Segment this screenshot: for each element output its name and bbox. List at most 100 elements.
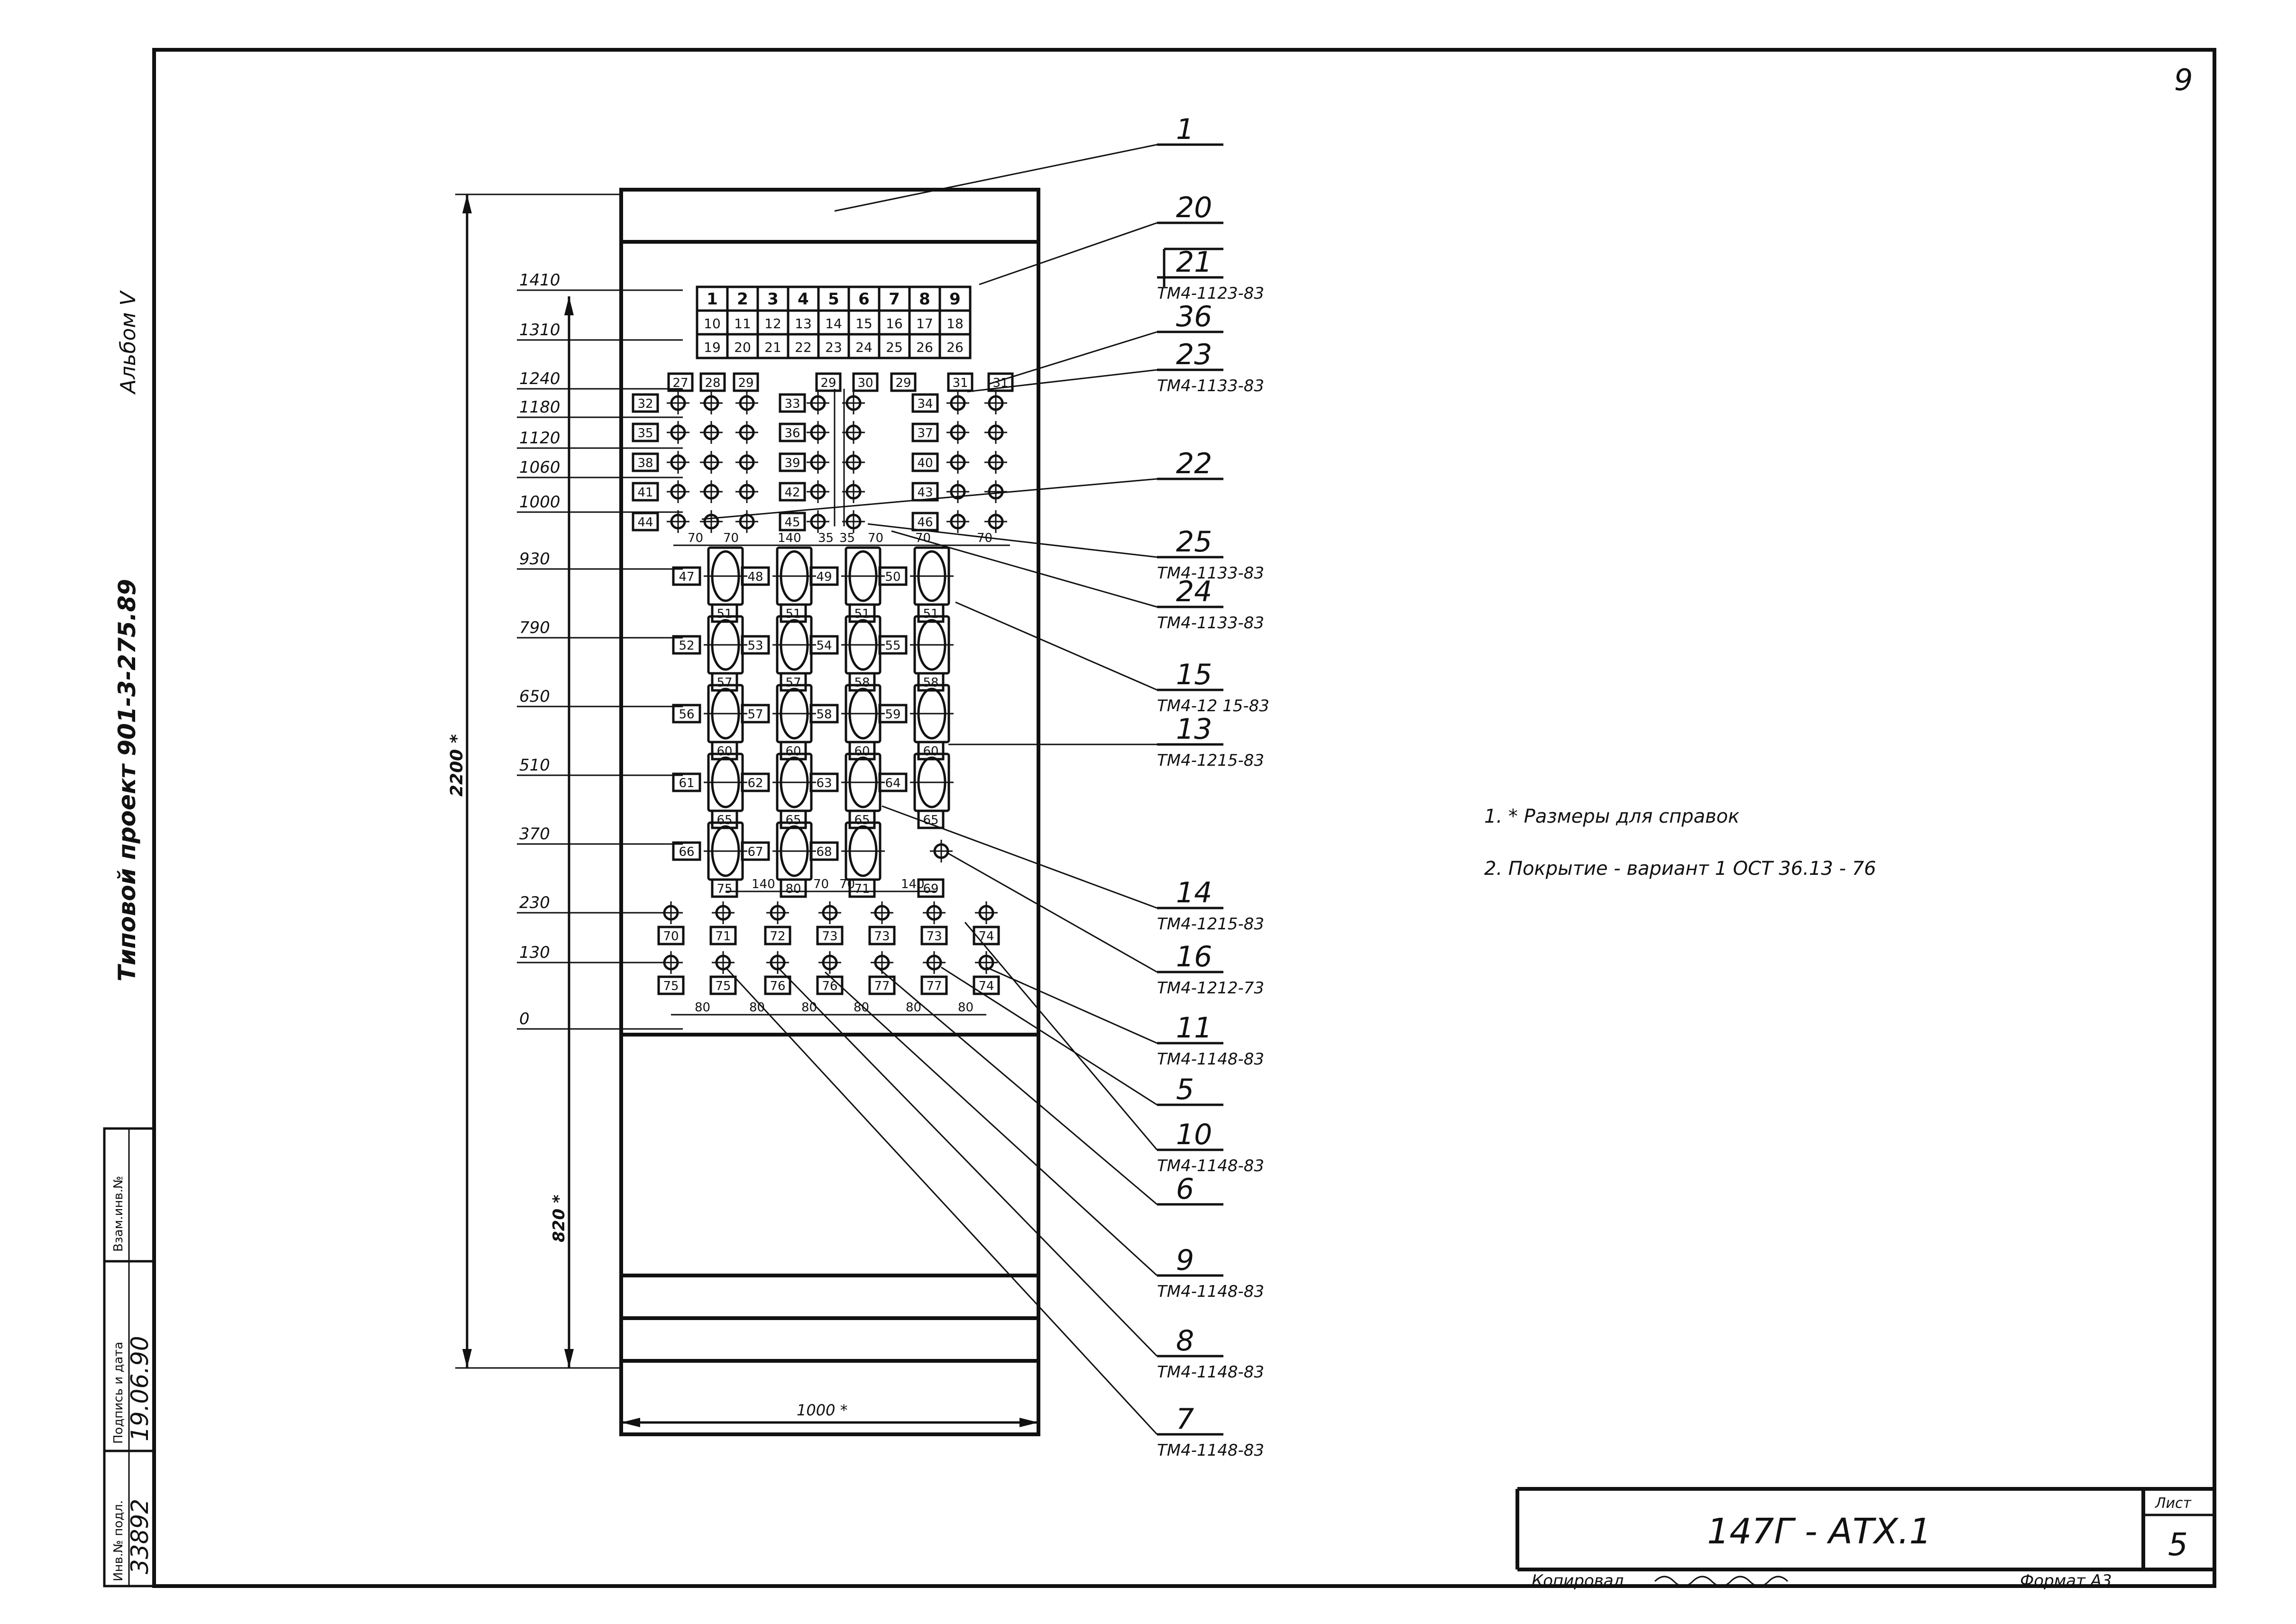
callout-number: 6 [1176,1173,1194,1206]
device-tag-number: 73 [874,929,890,944]
device-tag-number: 64 [885,776,900,790]
callout-number: 25 [1176,525,1212,559]
device-tag [815,372,842,392]
device-tag [741,704,770,724]
device-tag [709,926,737,945]
callout-number: 14 [1176,876,1212,909]
callout-number: 7 [1176,1403,1194,1436]
level-label: 1000 [519,493,560,512]
device-tag-number: 48 [747,570,763,584]
callout-spec: ТМ4-1148-83 [1157,1156,1264,1175]
device-tag [632,393,659,413]
level-label: 1310 [519,321,560,339]
device-tag-number: 30 [857,376,873,390]
device-tag [920,975,948,995]
nameplate-number: 23 [825,339,842,355]
level-label: 790 [519,618,550,637]
device-tag-number: 71 [854,882,870,896]
device-tag-number: 57 [785,676,801,690]
callout-leader [988,331,1157,385]
device-tag-number: 65 [923,813,938,827]
lower-height-text: 820 * [550,1194,569,1242]
nameplate-number: 20 [734,339,751,355]
spacing-text: 70 [868,531,883,545]
panel-drawing [619,188,1040,1436]
device-tag-number: 38 [637,456,653,470]
level-label: 510 [519,756,550,775]
callout-leader [777,966,1158,1357]
device-tag-number: 51 [854,607,870,621]
nameplate-number: 16 [886,316,903,331]
device-tag [890,372,917,392]
device-tag-number: 71 [715,929,731,944]
level-label: 1060 [519,458,560,477]
device-tag [711,741,738,761]
callout-spec: ТМ4-1133-83 [1157,376,1264,395]
vzam-label: Взам.инв.№ [111,1176,126,1252]
device-tag [973,926,1000,945]
device-tag-number: 49 [816,570,832,584]
device-tag-number: 29 [738,376,753,390]
callout-number: 16 [1176,940,1212,973]
notes: 1. * Размеры для справок 2. Покрытие - в… [1484,806,1876,880]
callout-spec: ТМ4-1212-73 [1157,979,1264,998]
spacing-text: 70 [839,877,855,891]
callout-spec: ТМ4-1133-83 [1157,564,1264,583]
device-tag [780,878,807,898]
nameplate-number: 4 [798,290,809,309]
callout-number: 13 [1176,713,1212,746]
level-label: 130 [519,943,550,962]
level-label: 1240 [519,369,560,388]
device-tag-number: 46 [917,515,933,530]
device-tag [809,566,839,586]
sheet-label: Лист [2155,1495,2192,1512]
callout-number: 22 [1176,447,1212,480]
device-tag [816,926,844,945]
device-tag-number: 32 [637,397,653,411]
device-tag [848,603,876,623]
device-tag-number: 74 [978,979,994,993]
spacing-text: 80 [958,1000,974,1015]
device-tag [764,975,791,995]
device-tag [973,975,1000,995]
width-dimension: 1000 * [621,1401,1038,1427]
device-tag-number: 40 [917,456,933,470]
device-tag [632,452,659,472]
note-1: 1. * Размеры для справок [1484,806,1739,827]
device-tag [657,975,685,995]
level-label: 1180 [519,398,560,417]
nameplate-number: 17 [916,316,933,331]
device-tag-number: 58 [923,676,938,690]
device-tag-number: 60 [716,744,732,759]
callout-leader [882,805,1157,909]
device-tag-number: 57 [716,676,732,690]
device-tag [672,841,701,861]
lower-height-dimension: 820 * [550,296,574,1368]
device-tag [809,635,839,655]
callout-leader [964,922,1158,1150]
nameplate-number: 8 [919,290,930,309]
device-tag [779,482,806,502]
device-tag [911,452,939,472]
device-tag-number: 59 [885,707,900,722]
device-tag-number: 75 [716,882,732,896]
device-tag [809,704,839,724]
callout-spec: ТМ4-1215-83 [1157,751,1264,770]
nameplate-number: 5 [828,290,839,309]
device-tag-number: 57 [747,707,763,722]
nameplate-number: 19 [704,339,721,355]
nameplate-number: 26 [916,339,933,355]
device-tag [852,372,879,392]
device-tag-number: 62 [747,776,763,790]
device-tag-number: 58 [816,707,832,722]
device-tag-number: 61 [679,776,694,790]
callout-number: 15 [1176,658,1212,691]
format-label: Формат А3 [2020,1571,2112,1590]
device-tag [672,635,701,655]
device-tag [848,672,876,692]
panel-outline [619,188,1040,1436]
nameplate-cell [938,333,972,359]
device-tag [911,393,939,413]
device-tag [848,809,876,829]
device-tag-number: 65 [854,813,870,827]
